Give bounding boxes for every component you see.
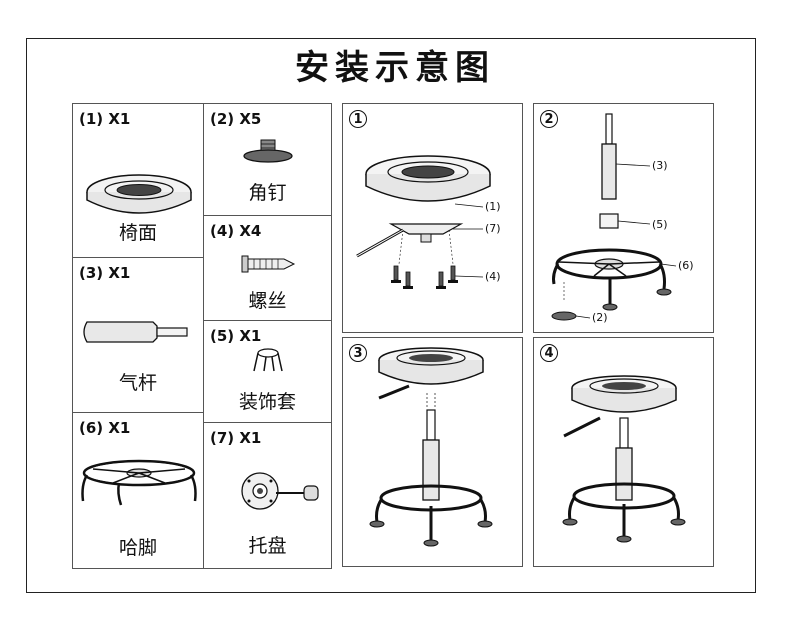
step-1-illustration: [356, 155, 491, 289]
part-cell-gas-lift: (3) X1 气杆: [72, 257, 204, 413]
callout-label: (1): [485, 200, 501, 213]
part-name: 螺丝: [248, 290, 287, 312]
part-name: 椅面: [118, 222, 157, 244]
diagram-frame: [26, 38, 756, 593]
part-cell-seat: (1) X1 椅面: [72, 103, 204, 258]
part-name: 气杆: [118, 372, 157, 394]
footrest-base-icon: [81, 459, 197, 506]
part-name: 装饰套: [238, 391, 296, 413]
part-cell-corner-nail: (2) X5 角钉: [203, 103, 332, 216]
page-title: 安装示意图: [295, 48, 495, 88]
step-panel-3: 3: [342, 337, 523, 567]
seat-cushion-icon: [86, 174, 192, 214]
part-qty: (4) X4: [210, 222, 262, 240]
step-4-illustration: [562, 375, 686, 543]
step-panel-4: 4: [533, 337, 714, 567]
part-qty: (6) X1: [79, 419, 131, 437]
callout-label: (2): [592, 311, 608, 324]
corner-nail-icon: [243, 139, 293, 163]
part-qty: (5) X1: [210, 327, 262, 345]
part-cell-decorative-sleeve: (5) X1 装饰套: [203, 320, 332, 423]
part-cell-screw: (4) X4 螺丝: [203, 215, 332, 321]
step-number: 1: [349, 110, 367, 128]
step-panel-1: 1 (1) (7) (4): [342, 103, 523, 333]
callout-label: (4): [485, 270, 501, 283]
screw-icon: [241, 255, 296, 273]
callout-label: (6): [678, 259, 694, 272]
part-qty: (1) X1: [79, 110, 131, 128]
gas-lift-icon: [83, 321, 188, 343]
callout-label: (5): [652, 218, 668, 231]
step-2-illustration: [551, 113, 677, 321]
part-qty: (3) X1: [79, 264, 131, 282]
part-name: 角钉: [248, 182, 287, 204]
callout-label: (7): [485, 222, 501, 235]
part-name: 哈脚: [118, 537, 157, 559]
callout-label: (3): [652, 159, 668, 172]
part-name: 托盘: [248, 535, 287, 557]
step-number: 4: [540, 344, 558, 362]
tray-plate-icon: [241, 472, 319, 510]
part-qty: (7) X1: [210, 429, 262, 447]
step-3-illustration: [369, 347, 493, 547]
decorative-sleeve-icon: [253, 348, 283, 372]
part-cell-tray: (7) X1 托盘: [203, 422, 332, 569]
part-cell-footrest-base: (6) X1 哈脚: [72, 412, 204, 569]
step-panel-2: 2 (3) (5) (6) (2): [533, 103, 714, 333]
part-qty: (2) X5: [210, 110, 262, 128]
step-number: 2: [540, 110, 558, 128]
step-number: 3: [349, 344, 367, 362]
